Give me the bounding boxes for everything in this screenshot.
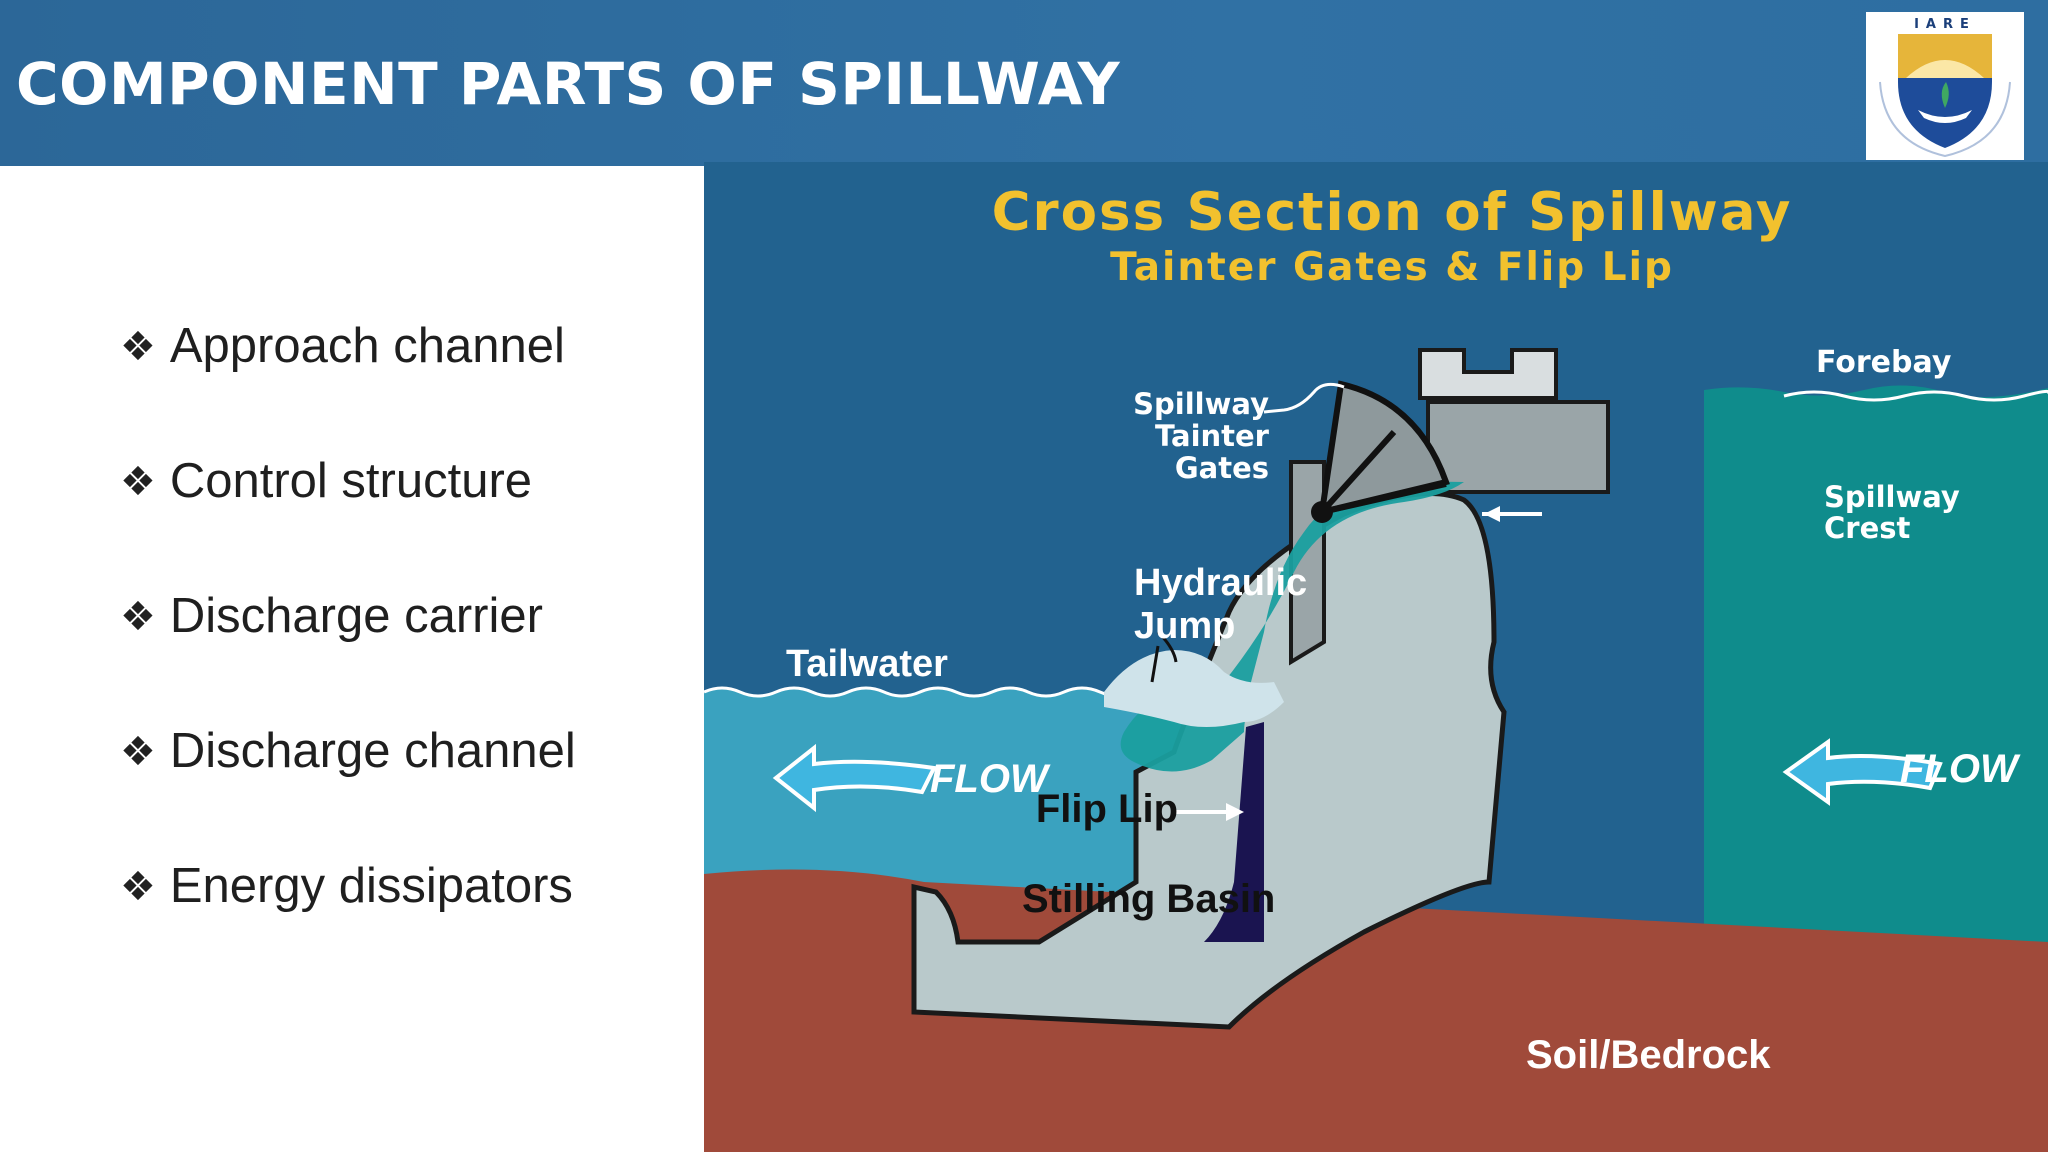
spillway-diagram-canvas: Cross Section of Spillway Tainter Gates … (704, 162, 2048, 1152)
jump-callout-curve (1156, 630, 1178, 663)
iare-logo: IARE (1866, 12, 2024, 160)
list-item: ❖ Approach channel (120, 318, 576, 453)
diagram-title: Cross Section of Spillway (992, 182, 1793, 243)
flip-lip-label: Flip Lip (1036, 787, 1178, 831)
flow-right-label: FLOW (1900, 747, 2021, 791)
gates-callout-arrow (1263, 382, 1345, 414)
tainter-gate (1311, 380, 1450, 523)
forebay-label: Forebay (1816, 345, 1952, 380)
spillway-pier (1426, 400, 1610, 494)
flow-arrow-left-icon (772, 743, 938, 813)
page-title: COMPONENT PARTS OF SPILLWAY (16, 50, 1121, 118)
gates-label-line3: Gates (1175, 451, 1269, 485)
flow-arrow-right-icon (1782, 738, 1943, 806)
four-diamond-bullet-icon: ❖ (120, 864, 156, 910)
crest-arrowhead (1484, 506, 1500, 522)
list-item: ❖ Discharge channel (120, 723, 576, 858)
four-diamond-bullet-icon: ❖ (120, 324, 156, 370)
list-item: ❖ Energy dissipators (120, 858, 576, 993)
list-item-label: Discharge carrier (169, 589, 543, 643)
hydraulic-jump-foam (1104, 650, 1284, 727)
gates-label-line1: Spillway (1133, 387, 1269, 421)
diagram-subtitle: Tainter Gates & Flip Lip (1110, 245, 1674, 290)
iare-logo-emblem: IARE (1879, 17, 2011, 158)
reservoir-water (1704, 385, 2048, 982)
logo-top-text: IARE (1914, 17, 1976, 32)
soil-label: Soil/Bedrock (1526, 1033, 1771, 1077)
component-list: ❖ Approach channel ❖ Control structure ❖ Di… (120, 318, 576, 993)
jump-label-line2: Jump (1134, 605, 1235, 647)
gates-label-line2: Tainter (1155, 419, 1270, 453)
flow-left-label: FLOW (930, 757, 1051, 801)
list-item: ❖ Discharge carrier (120, 588, 576, 723)
gate-hoist-bridge (1418, 348, 1558, 400)
flip-lip-wall (1204, 722, 1264, 942)
list-item-label: Discharge channel (169, 724, 576, 778)
forebay-surface (1783, 389, 2048, 402)
list-item-label: Control structure (169, 454, 533, 508)
header-bar: COMPONENT PARTS OF SPILLWAY IARE (0, 0, 2048, 166)
four-diamond-bullet-icon: ❖ (120, 459, 156, 505)
stilling-basin-label: Stilling Basin (1022, 877, 1275, 921)
list-item-label: Energy dissipators (169, 859, 573, 913)
four-diamond-bullet-icon: ❖ (120, 594, 156, 640)
list-item-label: Approach channel (169, 319, 565, 373)
jump-callout-arrow (1150, 645, 1160, 683)
crest-label-line2: Crest (1824, 511, 1911, 545)
fliplip-arrowhead (1226, 803, 1244, 821)
crest-label-line1: Spillway (1824, 480, 1960, 514)
tailwater-label: Tailwater (786, 643, 948, 685)
list-item: ❖ Control structure (120, 453, 576, 588)
jump-label-line1: Hydraulic (1134, 562, 1307, 604)
spillway-cross-section-diagram: Cross Section of Spillway Tainter Gates … (704, 162, 2048, 1152)
four-diamond-bullet-icon: ❖ (120, 729, 156, 775)
